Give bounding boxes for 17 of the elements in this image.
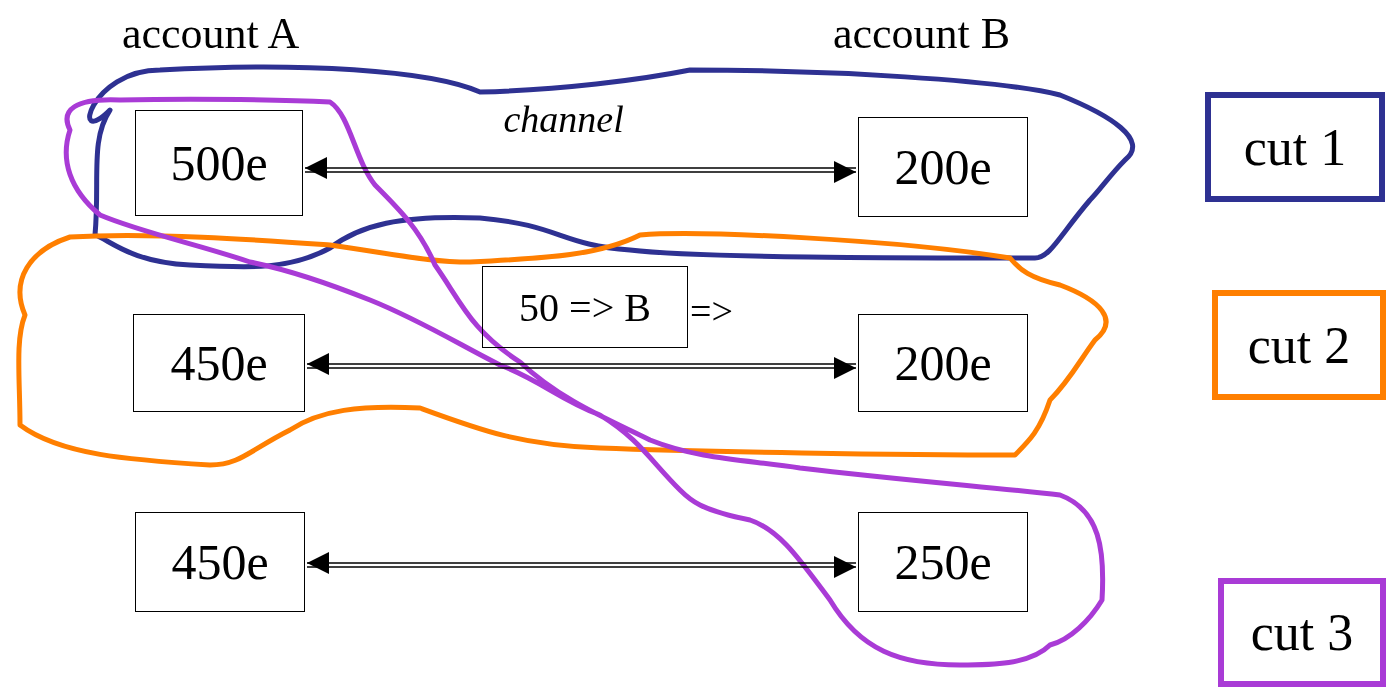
balance-box: 450e (135, 512, 305, 612)
balance-box: 200e (858, 314, 1028, 412)
legend-box: cut 3 (1218, 578, 1386, 687)
balance-box: 500e (135, 110, 303, 216)
arrow-text: => (690, 292, 733, 330)
message-box: 50 => B (482, 266, 688, 348)
edge-label: channel (503, 100, 624, 138)
legend-box: cut 1 (1205, 92, 1385, 202)
double-arrow (306, 353, 857, 379)
double-arrow (306, 552, 857, 578)
balance-box: 450e (133, 314, 305, 412)
column-heading: account A (122, 12, 300, 56)
column-heading: account B (833, 12, 1011, 56)
legend-box: cut 2 (1212, 290, 1386, 400)
balance-box: 200e (858, 117, 1028, 217)
balance-box: 250e (858, 512, 1028, 612)
double-arrow (304, 157, 857, 183)
